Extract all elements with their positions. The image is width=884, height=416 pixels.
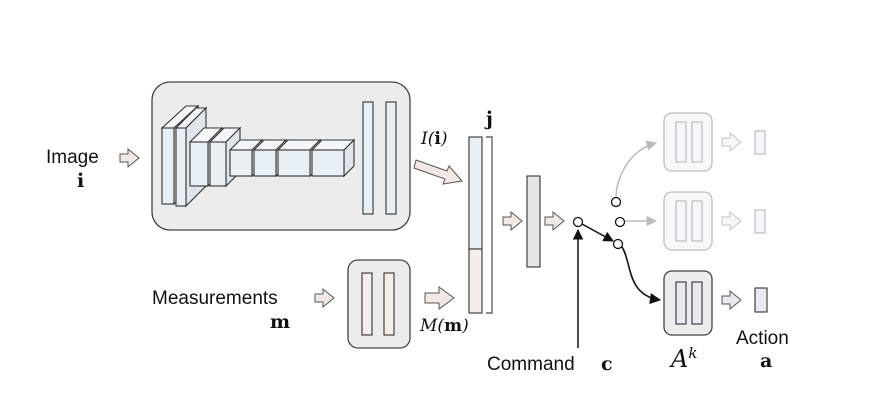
- image-fc-bar-1: [362, 101, 374, 215]
- branch-active: [663, 270, 768, 336]
- shared-fc-bar: [526, 175, 541, 268]
- image-label: Image: [46, 147, 99, 168]
- branch-path-1: [615, 140, 658, 198]
- measurements-feature-arrow: [424, 286, 455, 310]
- joint-label: j: [486, 108, 493, 130]
- measurements-fc-bar-2: [383, 272, 395, 336]
- measurements-label: Measurements: [152, 288, 278, 309]
- image-var: i: [77, 170, 85, 192]
- joint-to-fc-arrow: [502, 210, 523, 232]
- switch-node-3: [612, 238, 624, 250]
- command-label: Command: [487, 354, 575, 375]
- joint-measure-part: [468, 248, 483, 314]
- branch-1: [663, 112, 766, 172]
- action-output-bar: [754, 287, 768, 313]
- branch-label: Ak: [671, 344, 698, 373]
- switch-node-1: [610, 196, 622, 208]
- switch-lever: [581, 223, 614, 242]
- switch-input-node: [572, 216, 584, 228]
- joint-bracket: [486, 136, 493, 314]
- image-input-arrow: [119, 147, 140, 169]
- measurements-input-arrow: [314, 287, 335, 309]
- measurements-fc-bar-1: [361, 272, 373, 336]
- action-label: Action: [736, 328, 789, 349]
- branch-path-3: [621, 246, 662, 305]
- conv-stack: [160, 104, 356, 208]
- image-feature-arrow: [413, 159, 463, 185]
- measurements-module: [347, 259, 411, 349]
- image-feature-label: I(i): [421, 129, 448, 149]
- switch-node-2: [614, 216, 626, 228]
- command-var: c: [601, 353, 613, 375]
- measurements-var: m: [270, 311, 291, 333]
- branch-2: [663, 191, 766, 251]
- image-fc-bar-2: [385, 101, 397, 215]
- joint-image-part: [468, 136, 483, 250]
- fc-to-switch-arrow: [544, 210, 565, 232]
- measurements-feature-label: M(m): [420, 316, 469, 336]
- branch-active-arrow: [721, 289, 742, 311]
- action-var: a: [760, 350, 773, 372]
